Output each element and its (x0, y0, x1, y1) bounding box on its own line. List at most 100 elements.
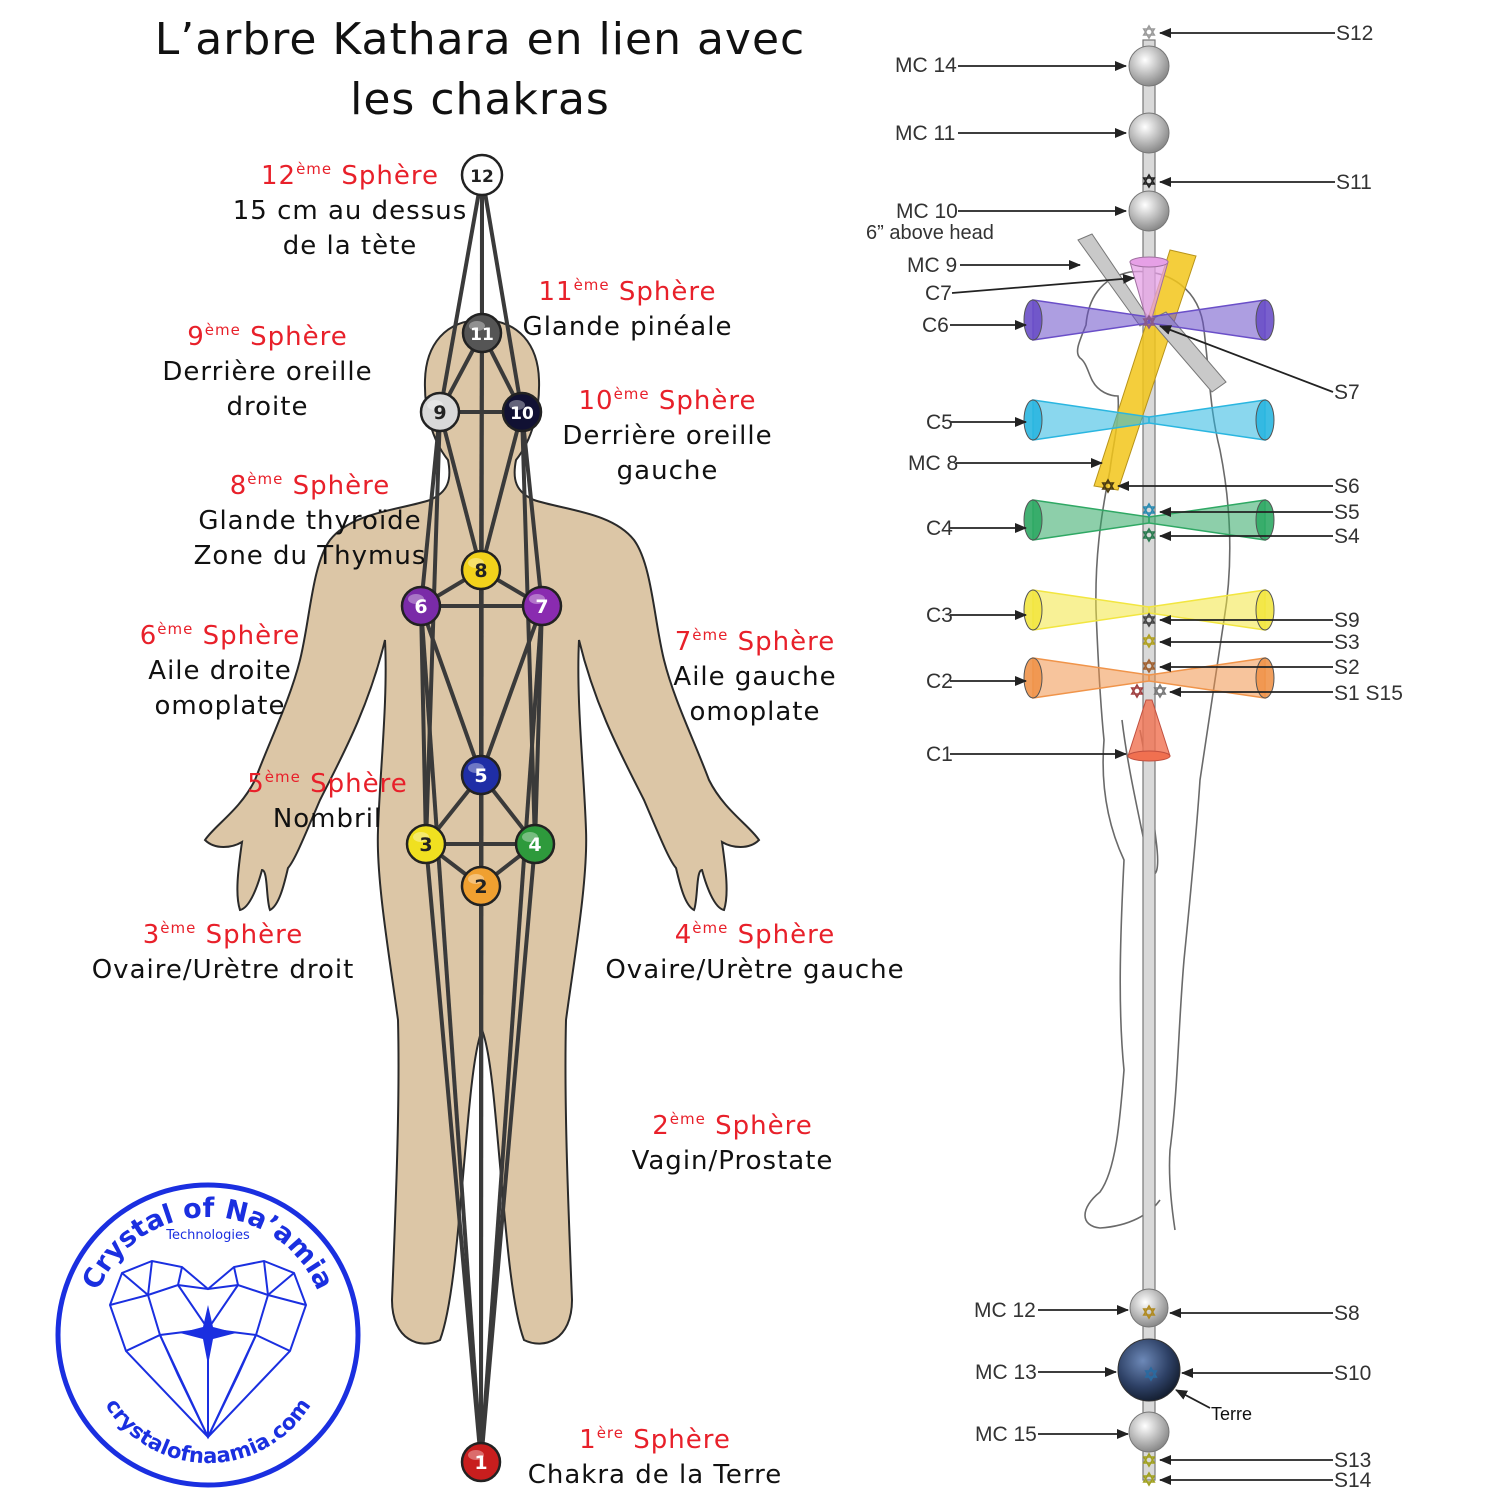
star-icon (180, 1305, 236, 1365)
pointer-arrows (950, 28, 1335, 1485)
sphere-5-label: 5ème Sphère Nombril (235, 760, 420, 837)
tree-edge-9-3 (424, 411, 442, 845)
label-mc10: MC 10 (896, 200, 958, 223)
sphere-9-desc-2: droite (226, 392, 309, 422)
sphere-9-heading: 9ème Sphère (187, 321, 348, 352)
star-s4 (1142, 527, 1156, 543)
sphere-node-11: 11 (461, 312, 503, 354)
sphere-12-label: 12ème Sphère 15 cm au dessus de la tète (200, 152, 500, 264)
sphere-6-heading: 6ème Sphère (139, 620, 301, 651)
crystal-of-naamia-logo: Crystal of Na’amia Technologies crystalo… (55, 1182, 361, 1488)
cone-c4 (1023, 499, 1275, 541)
sphere-node-number-5: 5 (474, 765, 487, 787)
label-mc9: MC 9 (907, 254, 958, 277)
label-c1: C1 (926, 743, 953, 766)
sphere-node-2: 2 (460, 865, 502, 907)
cone-c2 (1023, 657, 1275, 699)
sphere-node-number-8: 8 (474, 560, 487, 582)
label-c7: C7 (925, 282, 952, 305)
sphere-11-label: 11ème Sphère Glande pinéale (520, 268, 735, 345)
tree-edge-11-8 (479, 332, 484, 571)
sphere-node-8: 8 (460, 549, 502, 591)
sphere-6-label: 6ème Sphère Aile droite omoplate (125, 612, 315, 724)
cone-c1 (1127, 699, 1171, 762)
tree-edge-4-1 (479, 843, 537, 1463)
sphere-node-number-6: 6 (414, 596, 427, 618)
sphere-node-5: 5 (460, 754, 502, 796)
label-s14: S14 (1334, 1469, 1372, 1492)
label-s1-s15: S1 S15 (1334, 682, 1403, 705)
tree-edge-10-4 (520, 411, 537, 845)
sphere-node-3: 3 (405, 823, 447, 865)
star-s11 (1142, 173, 1156, 189)
sphere-node-number-3: 3 (419, 834, 432, 856)
tree-edge-10-8 (479, 411, 524, 571)
orb-mc15 (1128, 1411, 1170, 1453)
star-s15 (1153, 683, 1167, 699)
title-line-2: les chakras (350, 74, 610, 125)
label-s6: S6 (1334, 475, 1360, 498)
sphere-10-label: 10ème Sphère Derrière oreille gauche (560, 377, 775, 489)
tree-edge-6-1 (419, 605, 483, 1463)
sphere-node-number-10: 10 (510, 404, 534, 424)
sphere-8-label: 8ème Sphère Glande thyroïde Zone du Thym… (185, 462, 435, 574)
sphere-10-heading: 10ème Sphère (578, 385, 757, 416)
label-mc15: MC 15 (975, 1423, 1037, 1446)
sphere-node-7: 7 (521, 585, 563, 627)
label-s2: S2 (1334, 656, 1360, 679)
label-s11: S11 (1336, 171, 1372, 194)
label-s13: S13 (1334, 1449, 1372, 1472)
label-mc8: MC 8 (908, 452, 959, 475)
orb-mc10 (1128, 190, 1170, 232)
star-s3 (1142, 633, 1156, 649)
kathara-tree-lines (419, 174, 544, 1463)
sphere-node-number-11: 11 (470, 325, 494, 345)
sphere-7-desc-1: Aile gauche (673, 662, 837, 692)
sphere-8-desc-1: Glande thyroïde (198, 506, 422, 536)
sphere-11-desc-1: Glande pinéale (522, 312, 733, 342)
logo-subtitle: Technologies (165, 1228, 250, 1243)
sphere-node-12: 12 (460, 153, 504, 197)
label-c2: C2 (926, 670, 953, 693)
sphere-1-heading: 1ère Sphère (579, 1424, 731, 1455)
sphere-2-heading: 2ème Sphère (652, 1110, 813, 1141)
tree-edge-9-6 (419, 411, 442, 607)
tree-edge-6-5 (419, 605, 483, 776)
label-s12: S12 (1336, 22, 1374, 45)
label-s8: S8 (1334, 1302, 1360, 1325)
sphere-1-desc-1: Chakra de la Terre (527, 1460, 783, 1490)
sphere-node-number-4: 4 (528, 834, 541, 856)
sphere-3-heading: 3ème Sphère (142, 919, 304, 950)
sphere-12-heading: 12ème Sphère (260, 160, 440, 191)
sphere-2-label: 2ème Sphère Vagin/Prostate (620, 1102, 845, 1179)
star-s12 (1142, 24, 1156, 40)
sphere-5-heading: 5ème Sphère (247, 768, 408, 799)
title-line-1: L’arbre Kathara en lien avec (154, 14, 806, 65)
tree-edge-7-1 (479, 605, 544, 1463)
star-s6 (1101, 478, 1115, 494)
label-c6: C6 (922, 314, 949, 337)
sphere-3-desc-1: Ovaire/Urètre droit (91, 955, 355, 985)
label-mc12: MC 12 (974, 1299, 1036, 1322)
tree-edge-3-1 (424, 843, 483, 1463)
cone-c7 (1129, 256, 1169, 319)
sphere-10-desc-1: Derrière oreille (562, 421, 773, 451)
orb-mc14 (1128, 45, 1170, 87)
star-s9 (1142, 612, 1156, 628)
sphere-4-heading: 4ème Sphère (674, 919, 836, 950)
page-title: L’arbre Kathara en lien avec les chakras (80, 10, 880, 130)
orb-mc11 (1128, 112, 1170, 154)
sphere-8-desc-2: Zone du Thymus (193, 541, 427, 571)
sphere-12-desc-1: 15 cm au dessus (232, 196, 468, 226)
label-mc10-note: 6” above head (866, 222, 994, 244)
star-s7 (1142, 314, 1156, 330)
tree-edge-12-10 (480, 174, 524, 413)
sphere-7-desc-2: omoplate (689, 697, 821, 727)
sphere-node-1: 1 (460, 1441, 502, 1483)
star-s10 (1144, 1366, 1158, 1382)
sphere-node-number-12: 12 (470, 167, 494, 187)
sphere-1-label: 1ère Sphère Chakra de la Terre (520, 1416, 790, 1493)
star-s1 (1130, 683, 1144, 699)
